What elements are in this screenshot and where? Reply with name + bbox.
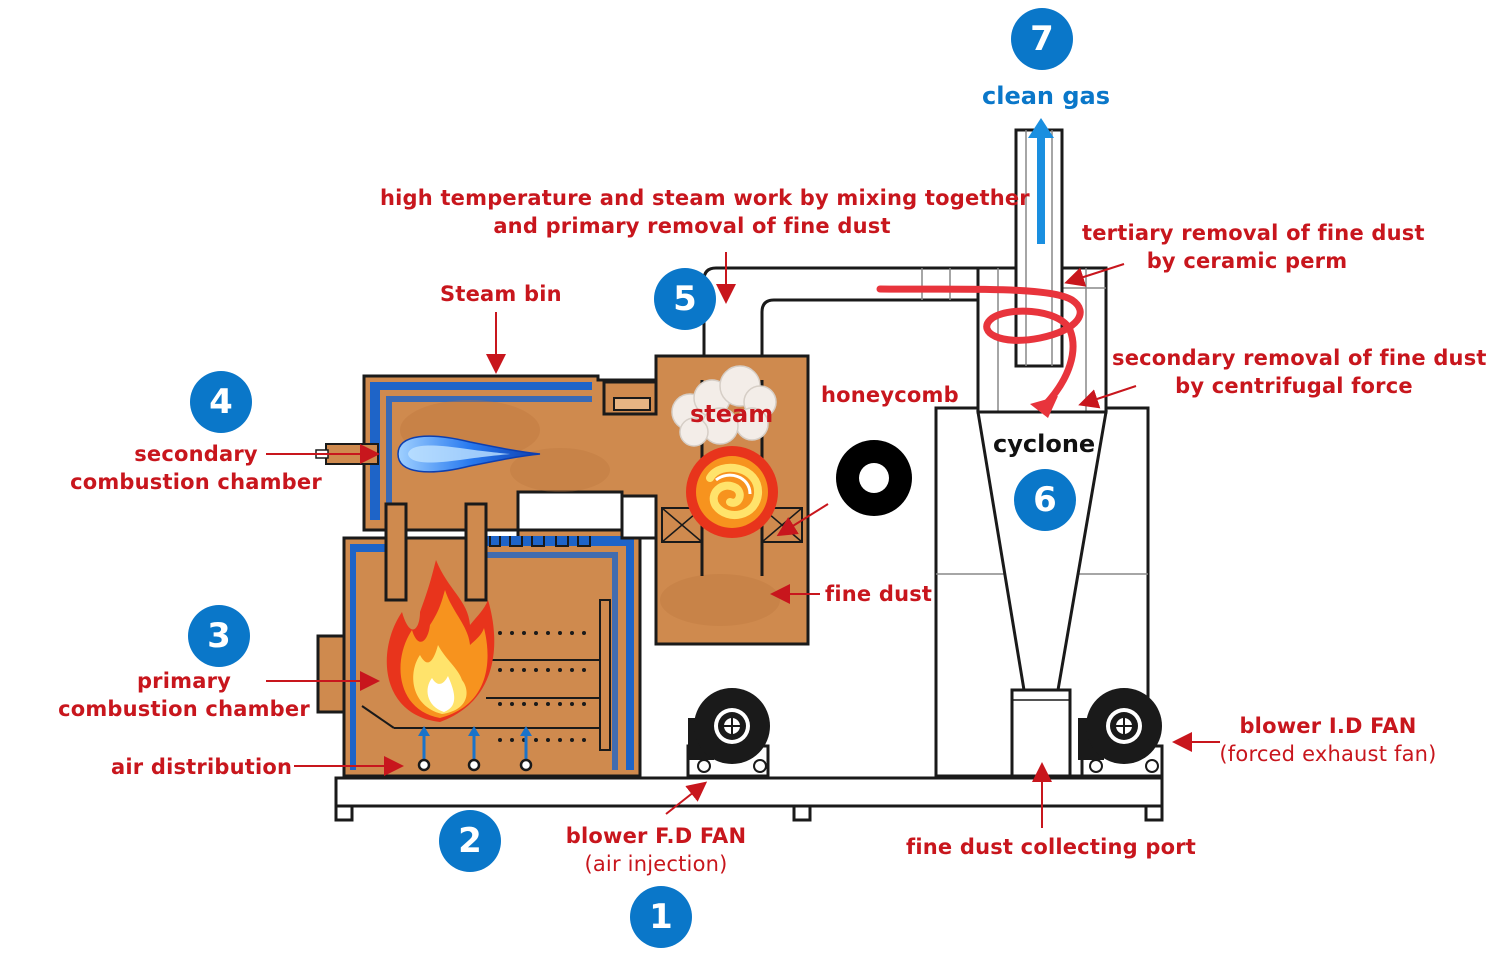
steam-label: steam <box>690 400 774 428</box>
blower-fd-fan-label: blower F.D FAN (air injection) <box>552 822 760 878</box>
duct <box>702 266 978 356</box>
secondary-removal-line1: secondary removal of fine dust <box>1112 346 1487 370</box>
secondary-chamber-line2: combustion chamber <box>70 470 322 494</box>
blower-id-fan-graphic <box>1078 688 1164 778</box>
blower-id-fan-label: blower I.D FAN (forced exhaust fan) <box>1210 712 1446 768</box>
blower-id-line1: blower I.D FAN <box>1239 714 1417 738</box>
secondary-removal-label: secondary removal of fine dust by centri… <box>1112 344 1487 400</box>
air-distribution-label: air distribution <box>111 755 293 779</box>
clean-gas-arrow <box>1028 118 1054 244</box>
high-temp-line1: high temperature and steam work by mixin… <box>380 186 1030 210</box>
cyclone-swirl <box>876 285 1084 418</box>
badge-5: 5 <box>654 268 716 330</box>
steam-bin-label: Steam bin <box>440 282 562 306</box>
pointer-arrows <box>266 252 1220 828</box>
tertiary-line1: tertiary removal of fine dust <box>1082 221 1425 245</box>
badge-7: 7 <box>1011 8 1073 70</box>
primary-chamber-line2: combustion chamber <box>58 697 310 721</box>
secondary-chamber-label: secondary combustion chamber <box>66 440 326 496</box>
blower-id-line2: (forced exhaust fan) <box>1219 742 1437 766</box>
fire-swirl <box>686 446 778 538</box>
tertiary-line2: by ceramic perm <box>1146 249 1348 273</box>
secondary-removal-line2: by centrifugal force <box>1175 374 1413 398</box>
cyclone-label: cyclone <box>993 430 1096 458</box>
primary-flame <box>386 560 495 722</box>
base-platform <box>334 776 1164 822</box>
blower-fd-line2: (air injection) <box>584 852 728 876</box>
badge-1: 1 <box>630 886 692 948</box>
fine-dust-port-label: fine dust collecting port <box>906 835 1197 859</box>
gap-column <box>620 494 658 540</box>
fine-dust-label: fine dust <box>825 582 933 606</box>
badge-6: 6 <box>1014 469 1076 531</box>
badge-3: 3 <box>188 605 250 667</box>
clean-gas-label: clean gas <box>982 82 1111 110</box>
tertiary-removal-label: tertiary removal of fine dust by ceramic… <box>1082 219 1425 275</box>
badge-2: 2 <box>439 810 501 872</box>
honeycomb-label: honeycomb <box>821 383 959 407</box>
primary-chamber-line1: primary <box>136 669 232 693</box>
blower-fd-fan-graphic <box>686 688 770 778</box>
primary-chamber-label: primary combustion chamber <box>54 667 314 723</box>
secondary-chamber-line1: secondary <box>134 442 258 466</box>
air-nozzles <box>417 726 533 772</box>
high-temp-label: high temperature and steam work by mixin… <box>380 184 1030 240</box>
blower-fd-line1: blower F.D FAN <box>565 824 747 848</box>
steam-cloud <box>671 365 777 447</box>
honeycomb-ring <box>836 440 912 516</box>
high-temp-line2: and primary removal of fine dust <box>493 214 891 238</box>
badge-4: 4 <box>190 371 252 433</box>
